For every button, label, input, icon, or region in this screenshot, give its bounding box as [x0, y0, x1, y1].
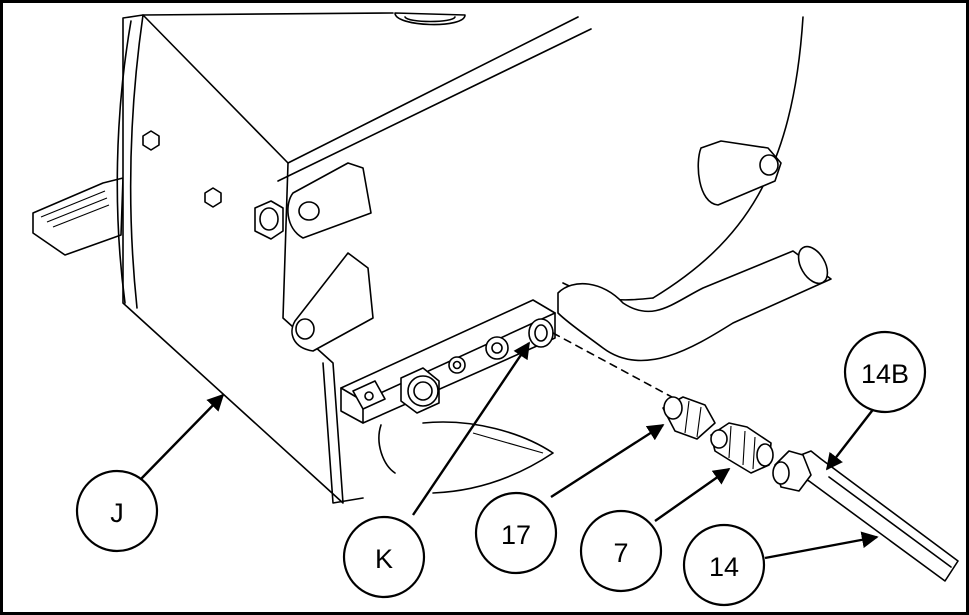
mount-lug-lower-left	[291, 252, 374, 352]
leader-7	[654, 468, 731, 522]
leader-j	[138, 393, 225, 482]
port-fitting-large	[400, 367, 440, 414]
callout-17: 17	[474, 491, 558, 575]
swivel-nut-14b	[772, 450, 812, 492]
leader-14	[764, 531, 879, 560]
suction-tube	[557, 245, 832, 362]
callout-14-label: 14	[709, 552, 739, 582]
callout-k: K	[342, 515, 426, 599]
callout-14b: 14B	[843, 330, 927, 414]
assembly-centerline	[552, 332, 684, 404]
callout-14b-label: 14B	[861, 359, 909, 389]
leader-k	[412, 341, 530, 516]
port-plug-small	[448, 356, 466, 374]
lower-tube	[378, 421, 554, 494]
mount-lug-right	[697, 140, 782, 206]
leader-14b	[825, 406, 876, 471]
port-k	[528, 318, 554, 348]
callout-j: J	[75, 469, 159, 553]
port-fitting-left	[352, 380, 386, 410]
callout-7-label: 7	[613, 538, 628, 568]
callout-17-label: 17	[501, 520, 531, 550]
panel-bolt-lower	[204, 187, 222, 208]
callout-j-label: J	[110, 498, 124, 528]
gauge-fitting	[254, 200, 284, 240]
mount-lug-upper-left	[287, 162, 372, 239]
leader-17	[550, 423, 665, 499]
diagram-drawing: J K 17 7 14 14B	[32, 12, 959, 607]
port-plug-medium	[485, 336, 509, 360]
tank-side-panel	[116, 14, 344, 504]
hose-14	[792, 450, 959, 582]
panel-bolt-upper	[142, 130, 160, 151]
callout-7: 7	[579, 509, 663, 593]
step-bracket	[32, 177, 124, 256]
fitting-17	[662, 396, 716, 440]
callout-k-label: K	[375, 544, 393, 574]
fitting-7	[710, 422, 774, 474]
callout-14: 14	[682, 523, 766, 607]
